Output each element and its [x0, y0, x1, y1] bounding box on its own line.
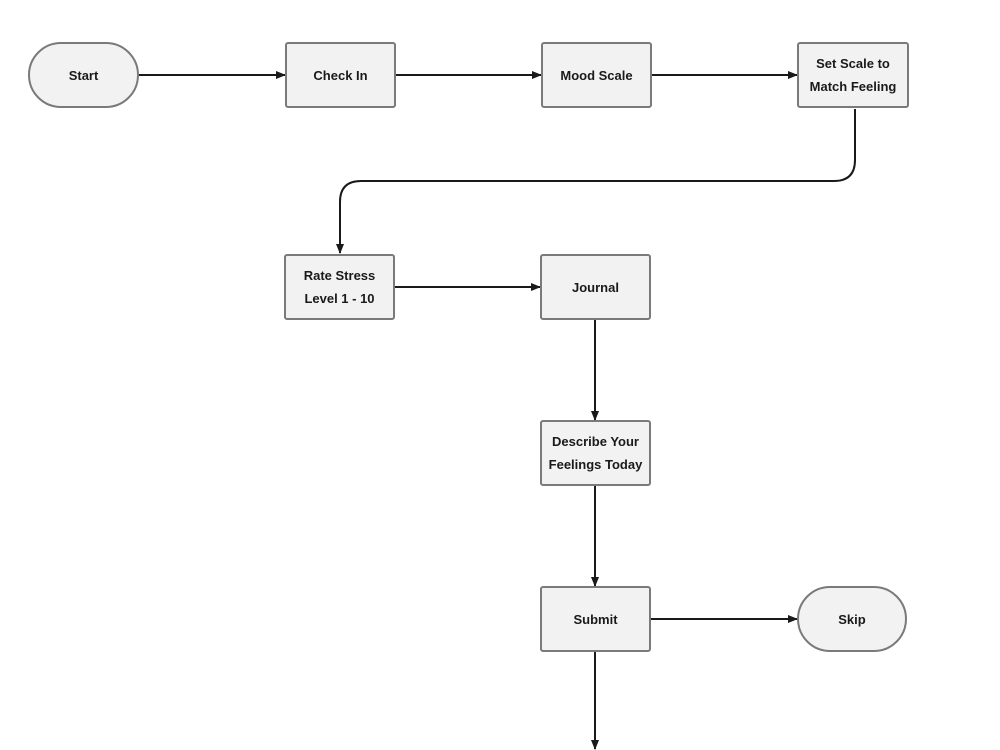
edge-set-scale-to-rate-stress	[336, 109, 856, 254]
node-rate-stress[interactable]: Rate Stress Level 1 - 10	[284, 254, 395, 320]
node-journal-label: Journal	[572, 279, 619, 295]
node-mood-scale[interactable]: Mood Scale	[541, 42, 652, 108]
node-journal[interactable]: Journal	[540, 254, 651, 320]
node-submit[interactable]: Submit	[540, 586, 651, 652]
node-describe[interactable]: Describe Your Feelings Today	[540, 420, 651, 486]
node-check-in[interactable]: Check In	[285, 42, 396, 108]
node-start-label: Start	[68, 67, 99, 83]
node-mood-scale-label: Mood Scale	[560, 67, 633, 83]
node-submit-label: Submit	[573, 611, 618, 627]
node-describe-label: Describe Your Feelings Today	[548, 434, 643, 472]
node-set-scale[interactable]: Set Scale to Match Feeling	[797, 42, 909, 108]
node-start[interactable]: Start	[28, 42, 139, 108]
node-set-scale-label: Set Scale to Match Feeling	[809, 56, 897, 94]
node-rate-stress-label: Rate Stress Level 1 - 10	[303, 268, 376, 306]
node-check-in-label: Check In	[313, 67, 368, 83]
node-skip-label: Skip	[838, 611, 866, 627]
node-skip[interactable]: Skip	[797, 586, 907, 652]
